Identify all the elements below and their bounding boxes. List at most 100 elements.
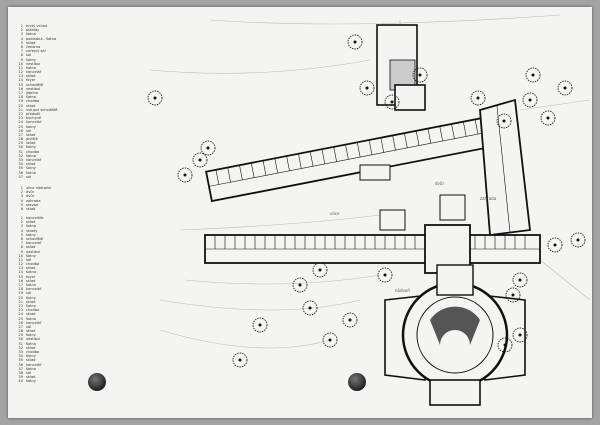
legend-label: schodiště bbox=[26, 82, 44, 87]
legend-label: šatna bbox=[26, 65, 36, 70]
tree-trunk bbox=[206, 146, 210, 150]
legend-number: 37 bbox=[18, 174, 23, 179]
legend-label: sklad bbox=[26, 245, 36, 250]
wall bbox=[274, 158, 278, 174]
tree-icon bbox=[470, 90, 486, 106]
legend-label: krytý vchod bbox=[26, 24, 48, 28]
legend-label: kancelář bbox=[26, 287, 42, 292]
legend-label: šatny bbox=[26, 166, 36, 171]
tree-icon bbox=[496, 113, 512, 129]
tree-trunk bbox=[198, 158, 202, 162]
legend-number: 1 bbox=[20, 216, 23, 220]
lower-wing bbox=[204, 224, 541, 274]
punch-hole bbox=[88, 373, 106, 391]
wall bbox=[474, 119, 479, 135]
tree-trunk bbox=[183, 173, 187, 177]
legend-label: ulice nádražní bbox=[26, 186, 52, 190]
legend-label: foyer bbox=[26, 274, 36, 279]
legend-label: šatna bbox=[26, 153, 36, 158]
legend-label: vstupní schodiště bbox=[26, 107, 58, 112]
tree-trunk bbox=[238, 358, 242, 362]
tree-trunk bbox=[503, 343, 507, 347]
legend-number: 2 bbox=[20, 220, 23, 225]
legend-number: 4 bbox=[20, 36, 23, 41]
legend-number: 36 bbox=[18, 362, 23, 367]
legend-number: 28 bbox=[18, 137, 23, 142]
legend-number: 38 bbox=[18, 370, 23, 375]
legend-label: chodba bbox=[26, 99, 40, 104]
upper-wing bbox=[205, 111, 518, 203]
legend-number: 27 bbox=[18, 324, 23, 329]
tree-icon bbox=[177, 167, 193, 183]
legend-label: sklad bbox=[26, 132, 36, 137]
legend-number: 11 bbox=[18, 65, 23, 70]
legend-number: 15 bbox=[18, 274, 23, 279]
legend-label: čekárna bbox=[26, 44, 41, 49]
legend-number: 2 bbox=[20, 28, 23, 33]
legend-number: 6 bbox=[20, 44, 23, 49]
legend-number: 20 bbox=[18, 295, 23, 300]
legend-number: 13 bbox=[18, 266, 23, 271]
legend-label: sál bbox=[26, 291, 32, 296]
tree-trunk bbox=[563, 86, 567, 90]
tree-trunk bbox=[553, 243, 557, 247]
legend-label: kancelář bbox=[26, 158, 42, 162]
wall bbox=[215, 169, 220, 185]
legend-label: šatna bbox=[26, 366, 36, 371]
wall bbox=[415, 130, 420, 146]
legend-label: sklad bbox=[26, 162, 36, 167]
tree-trunk bbox=[528, 98, 532, 102]
legend-label: sklad bbox=[26, 358, 36, 363]
tree-trunk bbox=[502, 119, 506, 123]
legend-label: sklad bbox=[26, 329, 36, 334]
trees bbox=[147, 34, 586, 368]
legend-label: šatna bbox=[26, 283, 36, 287]
legend-label: sklad bbox=[26, 375, 36, 380]
legend-label: sklady bbox=[26, 228, 38, 233]
tree-icon bbox=[200, 140, 216, 156]
legend-number: 5 bbox=[20, 40, 23, 45]
legend-label: šatna bbox=[26, 316, 36, 321]
garden-label: zahrada bbox=[480, 196, 497, 201]
legend-label: šatny bbox=[26, 232, 36, 237]
legend-label: dvůr bbox=[26, 194, 35, 199]
legend-number: 3 bbox=[20, 194, 23, 199]
legend-label: jeviště bbox=[26, 137, 38, 142]
theatre-rotunda bbox=[384, 264, 526, 406]
tree-icon bbox=[522, 92, 538, 108]
legend-number: 21 bbox=[18, 299, 23, 304]
tree-icon bbox=[540, 110, 556, 126]
legend-number: 3 bbox=[20, 32, 23, 37]
street-label: ulice bbox=[330, 211, 340, 216]
legend-label: chodba bbox=[26, 350, 40, 354]
wall bbox=[439, 126, 443, 142]
